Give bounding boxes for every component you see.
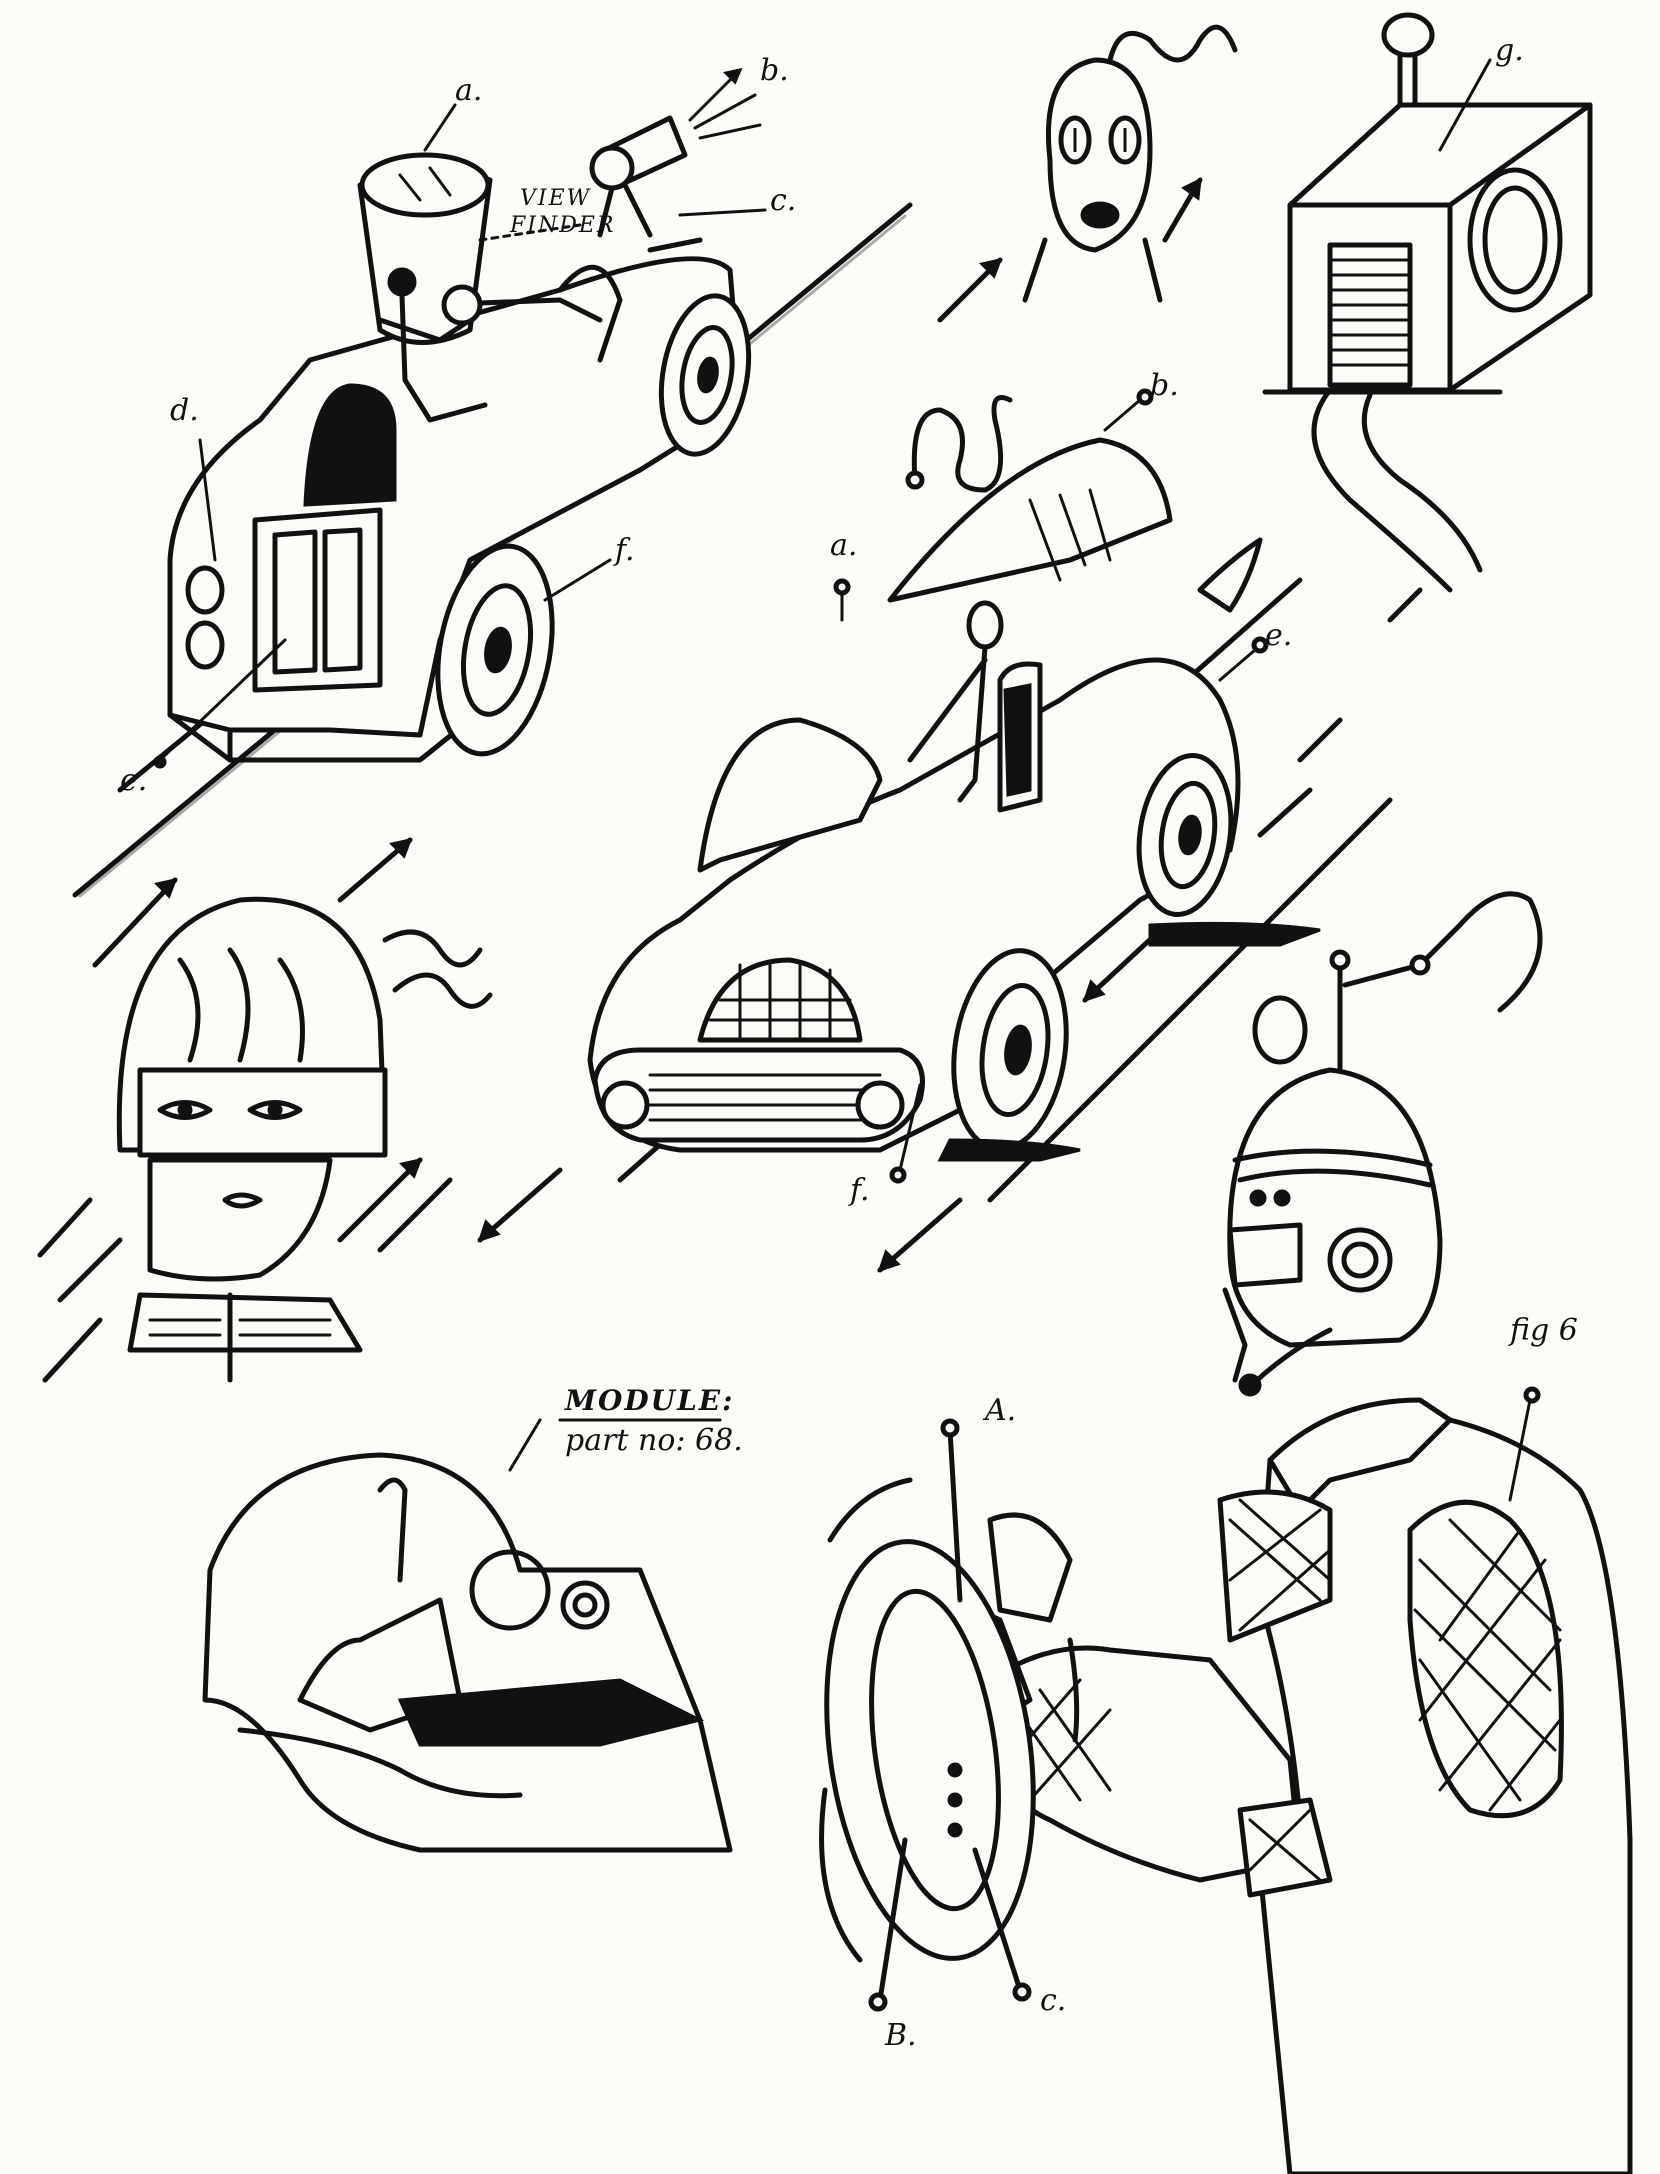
fig6-label: fig 6 — [1508, 1313, 1578, 1348]
module-title: MODULE: — [564, 1384, 734, 1417]
car-drawing: a. b. c. d. e. f. VIEW FINDER — [72, 53, 913, 898]
viewfinder-label-2: FINDER — [509, 213, 615, 238]
box-label-g: g. — [1495, 33, 1524, 68]
fig6-label-C: c. — [1040, 1983, 1066, 2018]
steering-wheel-drawing: A. B. c. — [819, 1393, 1080, 2053]
car1-label-c: c. — [770, 183, 796, 218]
car2-label-f: f. — [848, 1173, 870, 1208]
viewfinder-label-1: VIEW — [520, 186, 592, 211]
car1-label-a: a. — [455, 73, 482, 108]
car1-label-e: e. — [120, 763, 147, 798]
fig6-label-A: A. — [982, 1393, 1016, 1428]
car1-label-f: f. — [613, 533, 635, 568]
car2-label-b: b. — [1150, 368, 1179, 403]
sports-car-drawing: a. b. e. f. — [477, 368, 1423, 1273]
module-cockpit-drawing: MODULE: part no: 68. — [202, 1384, 743, 1853]
driver-drawing — [877, 891, 1633, 2174]
box-drawing: g. — [1262, 12, 1593, 593]
car1-label-d: d. — [170, 393, 199, 428]
module-part-number: part no: 68. — [565, 1423, 743, 1458]
car2-label-a: a. — [830, 528, 857, 563]
fig6-label-B: B. — [884, 2018, 917, 2053]
face-drawing — [937, 24, 1238, 323]
helmet-head-drawing — [37, 837, 493, 1383]
car2-label-e: e. — [1265, 618, 1292, 653]
car1-label-b: b. — [760, 53, 789, 88]
